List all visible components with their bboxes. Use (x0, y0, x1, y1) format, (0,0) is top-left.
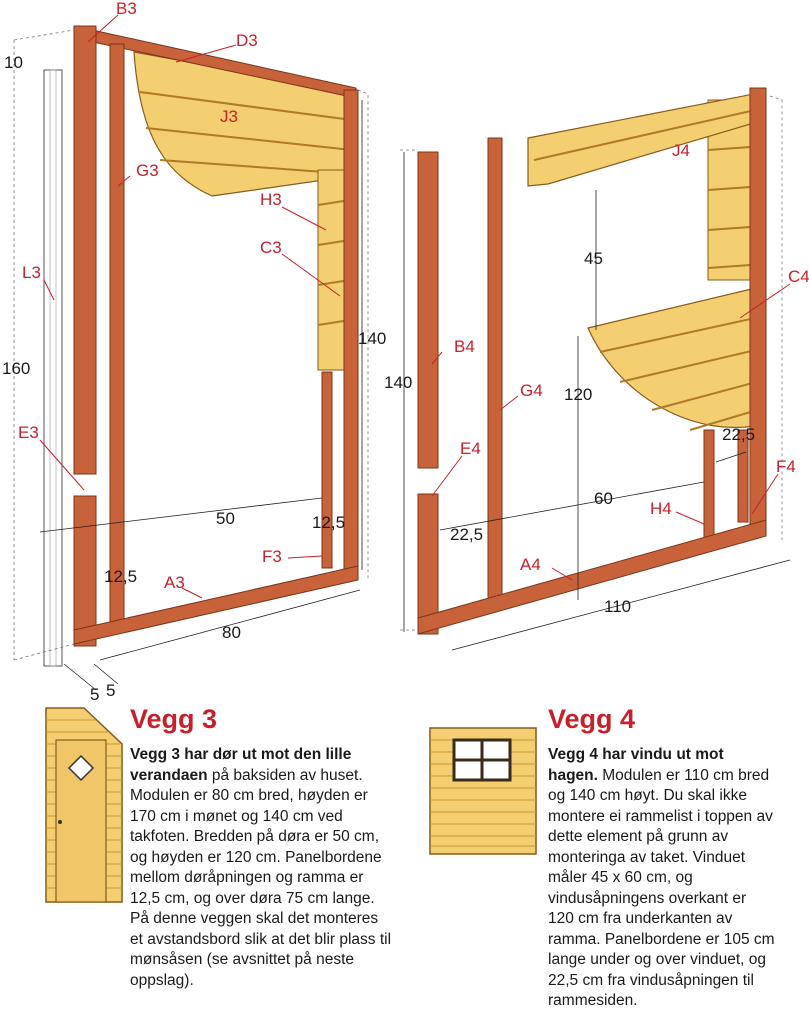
wall-4-thumbnail (429, 727, 537, 855)
label-e3: E3 (18, 423, 39, 442)
label-b4: B4 (454, 337, 475, 356)
dim-height-140-wall4: 140 (384, 373, 412, 392)
dim-side-22-5-right: 22,5 (722, 425, 755, 444)
dim-height-160: 160 (2, 359, 30, 378)
label-l3: L3 (22, 263, 41, 282)
wall-3-body: på baksiden av huset. Modulen er 80 cm b… (130, 766, 392, 989)
label-e4: E4 (460, 439, 481, 458)
label-a3: A3 (164, 573, 185, 592)
dim-sill-120: 120 (564, 385, 592, 404)
dim-door-width-50: 50 (216, 509, 235, 528)
label-a4: A4 (520, 555, 541, 574)
label-c4: C4 (788, 267, 809, 286)
label-c3: C3 (260, 238, 282, 257)
wall-4-lead: Vegg 4 har vindu ut mot hagen. (548, 746, 724, 784)
wall-4-body: Modulen er 110 cm bred og 140 cm høyt. D… (548, 766, 775, 1010)
dim-width-80: 80 (222, 623, 241, 642)
wall-4-title: Vegg 4 (548, 704, 636, 734)
label-f3: F3 (262, 547, 282, 566)
wall-4-leader-lines (431, 283, 791, 581)
wall-4-description: Vegg 4 har vindu ut mot hagen. Modulen e… (548, 745, 776, 1012)
label-b3: B3 (116, 0, 137, 18)
dim-stud-5b: 5 (106, 681, 115, 700)
dim-window-45: 45 (584, 249, 603, 268)
wall-4-frame (400, 87, 783, 635)
dim-gap-12-5-left: 12,5 (104, 567, 137, 586)
dim-top-10: 10 (4, 53, 23, 72)
wall-3-lead: Vegg 3 har dør ut mot den lille verandae… (130, 746, 352, 784)
dim-height-140-wall3: 140 (358, 329, 386, 348)
dim-side-22-5-left: 22,5 (450, 525, 483, 544)
label-h4: H4 (650, 499, 672, 518)
wall-3-title: Vegg 3 (130, 704, 218, 734)
label-f4: F4 (776, 457, 796, 476)
wall-3-frame (13, 25, 369, 667)
label-j3: J3 (220, 107, 238, 126)
dim-window-60: 60 (594, 489, 613, 508)
label-d3: D3 (236, 31, 258, 50)
dim-stud-5a: 5 (90, 685, 99, 704)
dim-gap-12-5-right: 12,5 (312, 513, 345, 532)
label-g3: G3 (136, 161, 159, 180)
dim-width-110: 110 (604, 597, 631, 616)
wall-3-thumbnail (45, 707, 123, 903)
label-g4: G4 (520, 381, 543, 400)
label-j4: J4 (672, 141, 690, 160)
wall-3-leader-lines (39, 14, 341, 599)
wall-4-dimension-lines (403, 152, 791, 651)
wall-3-description: Vegg 3 har dør ut mot den lille verandae… (130, 745, 392, 991)
label-h3: H3 (260, 190, 282, 209)
wall-3-dimension-lines (39, 100, 363, 691)
construction-diagram: B3 D3 J3 G3 H3 C3 L3 E3 F3 A3 10 160 140… (2, 0, 809, 704)
